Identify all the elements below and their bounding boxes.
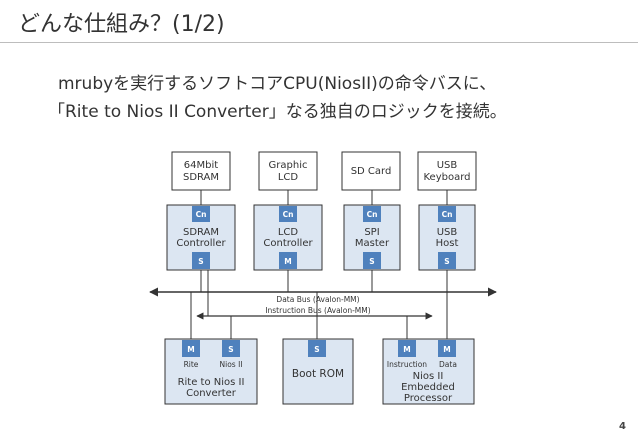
converter-block: M S Rite Nios II Rite to Nios II Convert…: [164, 338, 258, 405]
converter-label-line1: Rite to Nios II: [178, 377, 245, 388]
spi-conduit-port-label: Cn: [367, 210, 378, 219]
peripheral-usb: USB Keyboard: [417, 151, 477, 191]
nios-data-master-port: [438, 340, 456, 357]
nios-data-master-port-label: M: [443, 345, 450, 354]
bus-drops: [190, 270, 448, 339]
peripheral-sdram: 64Mbit SDRAM: [171, 151, 231, 191]
lcd-conduit-port: [279, 206, 297, 222]
peripheral-sdcard: SD Card: [341, 151, 401, 191]
nios-port-left-label: Instruction: [387, 360, 427, 369]
converter-master-port: [182, 340, 200, 357]
peripheral-usb-line1: USB: [437, 160, 458, 171]
peripheral-sdram-line1: 64Mbit: [184, 160, 218, 171]
converter-master-port-label: M: [187, 345, 194, 354]
sdram-slave-port: [192, 252, 210, 269]
converter-slave-port: [222, 340, 240, 357]
controller-spi-line2: Master: [355, 238, 390, 249]
spi-slave-port: [363, 252, 381, 269]
lcd-master-port-label: M: [284, 257, 291, 266]
controller-usb: Cn USB Host S: [418, 204, 476, 271]
boot-rom-slave-port: [308, 340, 326, 357]
controller-lcd-line2: Controller: [263, 238, 313, 249]
intro-line-2: 「Rite to Nios II Converter」なる独自のロジックを接続。: [48, 102, 507, 122]
converter-slave-port-label: S: [228, 345, 233, 354]
controller-spi: Cn SPI Master S: [343, 204, 401, 271]
usb-slave-port: [438, 252, 456, 269]
spi-slave-port-label: S: [369, 257, 374, 266]
boot-rom-label: Boot ROM: [292, 368, 344, 380]
lcd-conduit-port-label: Cn: [283, 210, 294, 219]
controller-sdram: Cn SDRAM Controller S: [166, 204, 236, 271]
nios-instruction-master-port-label: M: [403, 345, 410, 354]
peripheral-usb-line2: Keyboard: [423, 172, 470, 183]
peripheral-connectors: [200, 190, 448, 205]
nios-label-line2: Embedded: [401, 382, 455, 393]
controller-sdram-line2: Controller: [176, 238, 226, 249]
nios-instruction-master-port: [398, 340, 416, 357]
peripheral-sdram-line2: SDRAM: [183, 172, 219, 183]
controller-lcd-line1: LCD: [278, 227, 299, 238]
controller-spi-line1: SPI: [364, 227, 379, 238]
data-bus-label: Data Bus (Avalon-MM): [276, 295, 359, 304]
sdram-slave-port-label: S: [198, 257, 203, 266]
converter-label-line2: Converter: [186, 388, 237, 399]
title-divider: [0, 42, 638, 43]
peripheral-lcd-line1: Graphic: [269, 160, 308, 171]
nios-label-line1: Nios II: [413, 371, 444, 382]
peripheral-lcd: Graphic LCD: [258, 151, 318, 191]
controller-sdram-line1: SDRAM: [183, 227, 219, 238]
lcd-master-port: [279, 252, 297, 269]
converter-port-right-label: Nios II: [220, 360, 243, 369]
sdram-conduit-port-label: Cn: [196, 210, 207, 219]
usb-conduit-port: [438, 206, 456, 222]
usb-conduit-port-label: Cn: [442, 210, 453, 219]
usb-slave-port-label: S: [444, 257, 449, 266]
page-number: 4: [619, 421, 626, 432]
controller-usb-line2: Host: [436, 238, 459, 249]
boot-rom-block: S Boot ROM: [282, 338, 354, 405]
controller-usb-line1: USB: [437, 227, 458, 238]
boot-rom-slave-port-label: S: [314, 345, 319, 354]
peripheral-lcd-line2: LCD: [278, 172, 299, 183]
nios-port-right-label: Data: [439, 360, 457, 369]
slide-title: どんな仕組み？(1/2): [18, 12, 225, 37]
peripheral-sdcard-line1: SD Card: [351, 166, 392, 177]
instruction-bus-label: Instruction Bus (Avalon-MM): [265, 306, 370, 315]
sdram-conduit-port: [192, 206, 210, 222]
intro-line-1: mrubyを実行するソフトコアCPU(NiosII)の命令バスに、: [58, 74, 497, 94]
controller-lcd: Cn LCD Controller M: [253, 204, 323, 271]
nios-label-line3: Processor: [404, 393, 453, 404]
spi-conduit-port: [363, 206, 381, 222]
converter-port-left-label: Rite: [184, 360, 199, 369]
nios-processor-block: M M Instruction Data Nios II Embedded Pr…: [382, 338, 475, 405]
